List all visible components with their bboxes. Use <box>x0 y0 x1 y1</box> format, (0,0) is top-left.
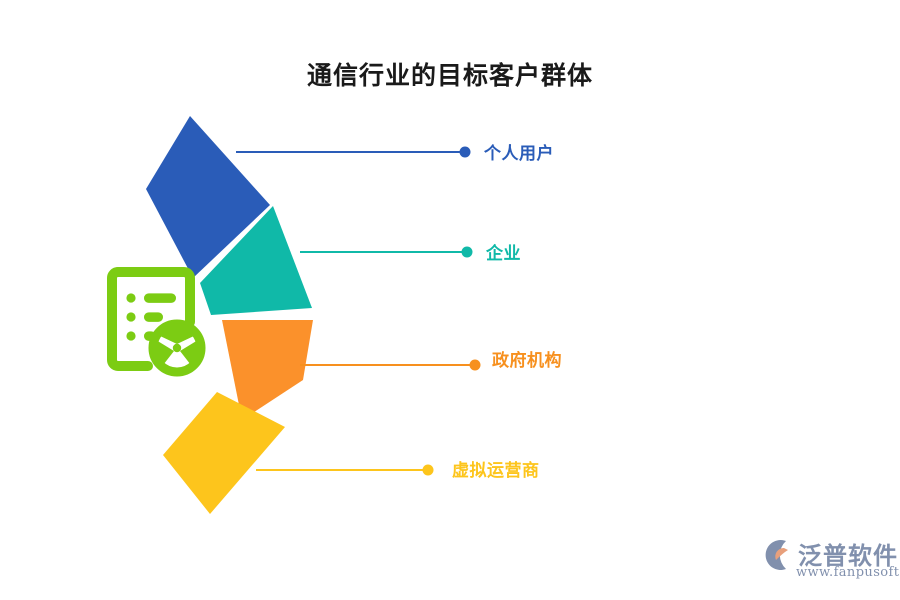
segment-label-2[interactable]: 企业 <box>486 244 521 264</box>
brand-name: 泛普软件 <box>798 542 898 570</box>
connector-dot-1 <box>459 146 471 158</box>
brand-url: www.fanpusoft.com <box>796 565 900 580</box>
brand-logo-icon <box>765 540 788 570</box>
segment-shape-1[interactable] <box>146 116 270 278</box>
segment-label-4[interactable]: 虚拟运营商 <box>452 461 540 481</box>
segment-shape-3[interactable] <box>222 320 313 420</box>
segment-label-1[interactable]: 个人用户 <box>484 144 554 164</box>
document-steering-wheel-icon <box>107 267 206 377</box>
segment-label-3[interactable]: 政府机构 <box>492 351 562 371</box>
brand-watermark: 泛普软件 www.fanpusoft.com <box>762 534 900 590</box>
segment-shape-2[interactable] <box>200 206 312 315</box>
connector-dot-3 <box>469 359 481 371</box>
page-title: 通信行业的目标客户群体 <box>306 61 593 90</box>
segment-shape-4[interactable] <box>163 392 285 514</box>
connector-dot-2 <box>461 246 473 258</box>
connector-dot-4 <box>422 464 434 476</box>
